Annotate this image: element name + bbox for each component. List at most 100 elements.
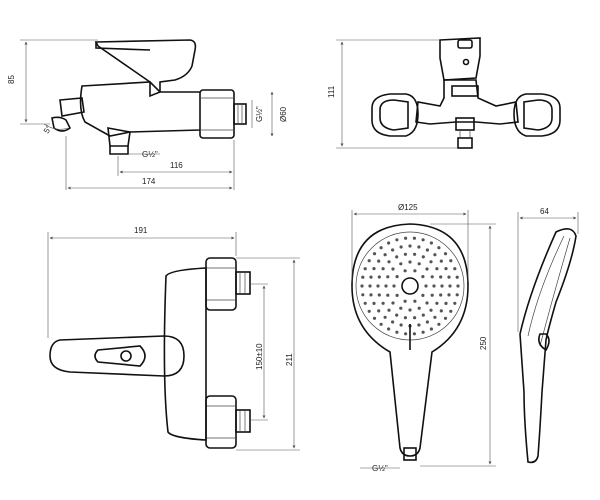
nozzle <box>421 238 425 242</box>
nozzle <box>413 299 417 303</box>
nozzle <box>395 313 399 317</box>
nozzle <box>367 309 371 313</box>
nozzle <box>395 330 399 334</box>
nozzle <box>369 275 373 279</box>
nozzle <box>387 260 391 264</box>
nozzle <box>417 245 421 249</box>
nozzle <box>430 275 434 279</box>
top-view: 191 150±10 211 <box>47 226 300 451</box>
nozzle <box>429 260 433 264</box>
nozzle <box>408 260 412 264</box>
nozzle <box>386 275 390 279</box>
nozzle <box>421 293 425 297</box>
nozzle <box>404 332 408 336</box>
nozzle <box>447 293 451 297</box>
nozzle <box>377 309 381 313</box>
nozzle <box>399 262 403 266</box>
nozzle <box>381 267 385 271</box>
nozzle <box>435 301 439 305</box>
nozzle <box>377 275 381 279</box>
nozzle <box>429 241 433 245</box>
nozzle <box>399 245 403 249</box>
nozzle <box>360 284 364 288</box>
nozzle <box>447 275 451 279</box>
nozzle <box>367 259 371 263</box>
nozzle <box>383 315 387 319</box>
nozzle <box>363 301 367 305</box>
nozzle <box>417 306 421 310</box>
nozzle <box>395 238 399 242</box>
nozzle <box>429 308 433 312</box>
nozzle <box>432 284 436 288</box>
nozzle <box>384 284 388 288</box>
nozzle <box>408 308 412 312</box>
nozzle <box>361 275 365 279</box>
handshower-length-label: 250 <box>479 336 488 350</box>
nozzle <box>429 327 433 331</box>
nozzle <box>391 301 395 305</box>
front-view: 111 <box>327 37 561 149</box>
nozzle <box>392 284 396 288</box>
side-outlet-thread-label: G½" <box>142 150 158 159</box>
side-height-label: 85 <box>7 75 16 84</box>
handshower-side-view: 64 <box>517 207 579 464</box>
nozzle <box>435 267 439 271</box>
nozzle <box>439 275 443 279</box>
nozzle <box>391 267 395 271</box>
nozzle <box>439 309 443 313</box>
nozzle <box>424 284 428 288</box>
nozzle <box>440 284 444 288</box>
nozzle <box>399 306 403 310</box>
nozzle <box>421 255 425 259</box>
nozzle <box>425 301 429 305</box>
nozzle <box>444 267 448 271</box>
top-width-label: 191 <box>134 226 148 235</box>
nozzle <box>413 252 417 256</box>
nozzle <box>425 248 429 252</box>
nozzle <box>361 293 365 297</box>
top-centers-label: 150±10 <box>255 343 264 370</box>
nozzle <box>403 316 407 320</box>
side-depth-label: 116 <box>170 161 183 170</box>
nozzle <box>379 246 383 250</box>
nozzle <box>391 320 395 324</box>
nozzle <box>408 244 412 248</box>
nozzle <box>455 275 459 279</box>
nozzle <box>383 253 387 257</box>
nozzle <box>377 259 381 263</box>
nozzle <box>437 246 441 250</box>
nozzle <box>449 309 453 313</box>
nozzle <box>387 327 391 331</box>
nozzle <box>413 269 417 273</box>
nozzle <box>425 267 429 271</box>
nozzle <box>403 269 407 273</box>
side-angle-label: 5° <box>42 124 54 135</box>
nozzle <box>404 236 408 240</box>
handshower-diameter-label: Ø125 <box>398 203 418 212</box>
nozzle <box>421 275 425 279</box>
handshower-thread-label: G½" <box>372 464 388 473</box>
nozzle <box>413 316 417 320</box>
nozzle <box>437 322 441 326</box>
nozzle <box>455 293 459 297</box>
nozzle <box>443 252 448 256</box>
nozzle <box>433 315 437 319</box>
nozzle <box>439 293 443 297</box>
nozzle <box>417 262 421 266</box>
nozzle <box>425 320 429 324</box>
nozzle <box>372 267 376 271</box>
nozzle <box>433 253 437 257</box>
nozzle <box>439 259 443 263</box>
side-view: 85 G½" Ø60 5° G½" 116 174 <box>7 39 288 190</box>
nozzle <box>456 284 460 288</box>
nozzle <box>399 323 403 327</box>
side-diameter-label: Ø60 <box>279 106 288 122</box>
nozzle <box>443 316 448 320</box>
front-height-label: 111 <box>327 85 336 98</box>
nozzle <box>379 322 383 326</box>
nozzle <box>403 252 407 256</box>
nozzle <box>387 308 391 312</box>
nozzle <box>363 267 367 271</box>
nozzle <box>376 284 380 288</box>
